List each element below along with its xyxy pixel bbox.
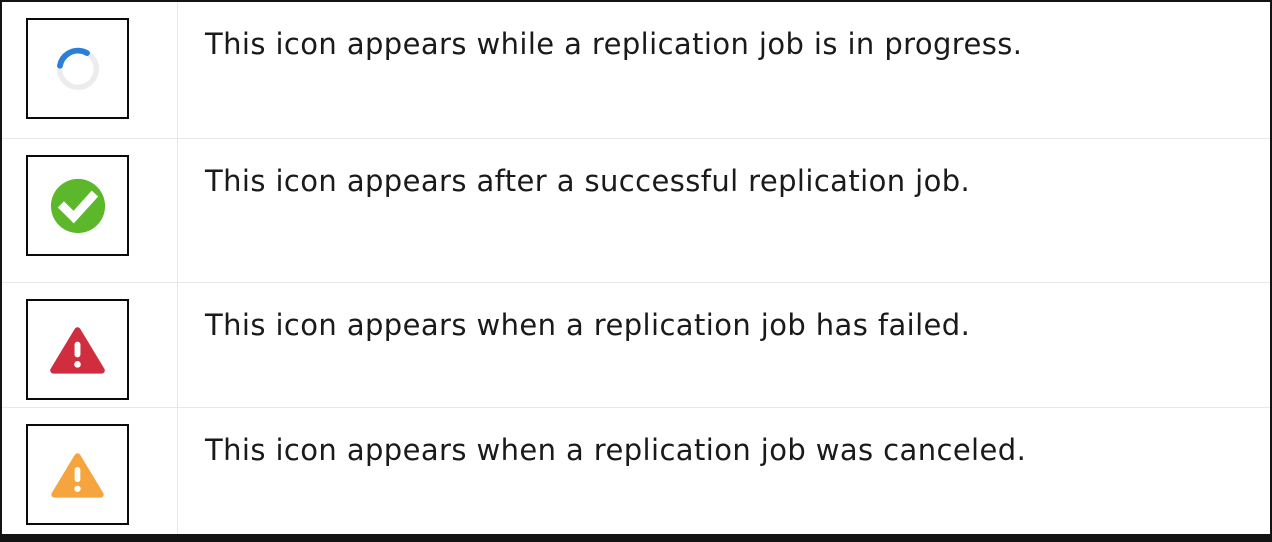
icon-box (26, 299, 129, 400)
icon-box (26, 18, 129, 119)
icon-description: This icon appears when a replication job… (205, 433, 1027, 467)
table-row-canceled: This icon appears when a replication job… (2, 408, 1270, 534)
icon-cell (2, 2, 178, 138)
icon-cell (2, 283, 178, 407)
canceled-warning-icon (51, 452, 104, 498)
icon-box (26, 424, 129, 525)
table-row-success: This icon appears after a successful rep… (2, 139, 1270, 283)
table-row-failed: This icon appears when a replication job… (2, 283, 1270, 408)
success-check-icon (50, 178, 105, 233)
spinner-icon (56, 47, 99, 90)
failed-warning-icon (50, 326, 105, 374)
icon-cell (2, 139, 178, 282)
icon-description: This icon appears while a replication jo… (205, 27, 1023, 61)
table-row-in-progress: This icon appears while a replication jo… (2, 2, 1270, 139)
icon-cell (2, 408, 178, 534)
icon-box (26, 155, 129, 256)
icon-description: This icon appears after a successful rep… (205, 164, 971, 198)
icon-description: This icon appears when a replication job… (205, 308, 971, 342)
